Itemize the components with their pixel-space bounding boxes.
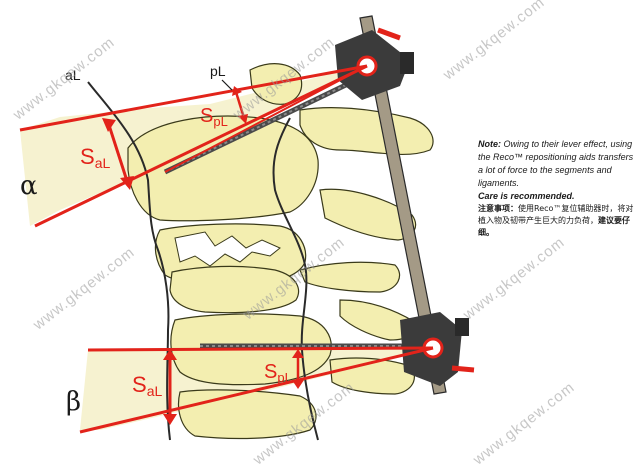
lower-angle-lines [79,346,434,434]
note-english: Note: Owing to their lever effect, using… [478,138,634,190]
upper-pedicle-screw [163,79,354,175]
label-beta: β [66,387,81,417]
upper-clamp [335,27,414,100]
label-S-lower-aL: SaL [132,372,162,399]
note-zh-text: 使用Reco™复位辅助器时，将对植入物及韧带产生巨大的力负荷， [478,204,634,225]
upper-saL-arrow [102,118,134,190]
note-zh-bold: 建议要仔细。 [478,216,630,237]
lower-spL-arrow [292,349,304,389]
note-prefix: Note: [478,139,501,149]
upper-angle-lines [19,64,368,228]
note-chinese: 注意事项：使用Reco™复位辅助器时，将对植入物及韧带产生巨大的力负荷，建议要仔… [478,203,634,239]
note-zh-prefix: 注意事项： [478,204,518,213]
label-S-upper-pL: SpL [200,105,228,129]
label-pL-top: pL [210,63,226,79]
caution-note: Note: Owing to their lever effect, using… [478,138,634,239]
fractured-vertebra [169,231,300,314]
label-S-lower-pL: SpL [264,361,292,385]
anterior-ligament-line [87,81,171,441]
vertebra-lower [170,299,417,440]
note-text: Owing to their lever effect, using the R… [478,139,634,188]
note-care: Care is recommended. [478,191,575,201]
label-aL-top: aL [65,67,81,83]
upper-spL-arrow [232,86,248,124]
label-S-upper-aL: SaL [80,144,110,171]
pL-leader [221,79,233,91]
lower-saL-arrow [163,349,177,425]
reco-rod [359,15,447,395]
label-alpha: α [20,171,38,201]
